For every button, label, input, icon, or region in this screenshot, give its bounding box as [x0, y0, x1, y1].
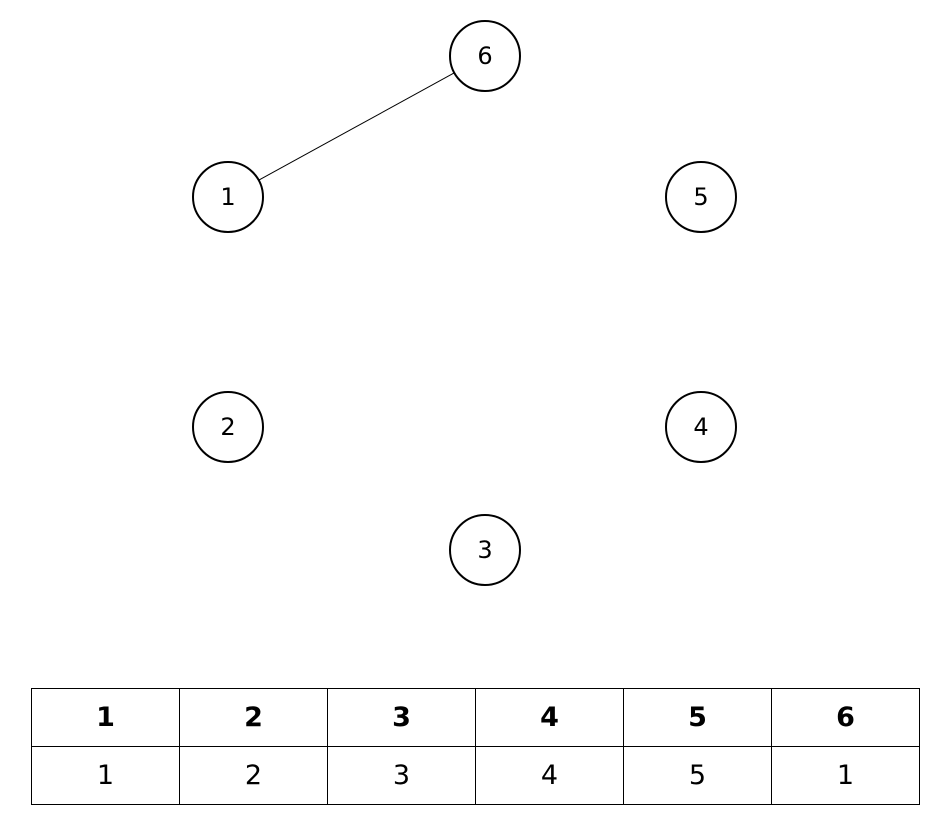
table-cell: 4	[475, 746, 624, 805]
graph-node-5: 5	[665, 161, 737, 233]
table-header-cell: 3	[327, 688, 476, 747]
graph-node-1: 1	[192, 161, 264, 233]
node-circle	[449, 514, 521, 586]
node-label: 2	[220, 413, 235, 441]
graph-node-2: 2	[192, 391, 264, 463]
edge-1-6	[258, 72, 455, 181]
node-label: 6	[477, 42, 492, 70]
mapping-table: 1 2 3 4 5 6 1 2 3 4 5 1	[31, 688, 920, 805]
table-header-cell: 1	[31, 688, 180, 747]
node-label: 4	[693, 413, 708, 441]
graph-node-3: 3	[449, 514, 521, 586]
mapping-table-container: 1 2 3 4 5 6 1 2 3 4 5 1	[31, 688, 920, 805]
node-label: 1	[220, 183, 235, 211]
table-header-cell: 4	[475, 688, 624, 747]
node-circle	[665, 391, 737, 463]
table-header-cell: 2	[179, 688, 328, 747]
table-cell: 1	[771, 746, 920, 805]
table-header-cell: 5	[623, 688, 772, 747]
table-cell: 3	[327, 746, 476, 805]
node-circle	[192, 161, 264, 233]
node-label: 5	[693, 183, 708, 211]
node-circle	[192, 391, 264, 463]
nodes-layer: 1 2 3 4 5 6	[192, 20, 737, 586]
node-label: 3	[477, 536, 492, 564]
graph-diagram: 1 2 3 4 5 6	[192, 20, 737, 586]
table-cell: 1	[31, 746, 180, 805]
table-cell: 5	[623, 746, 772, 805]
edges-layer	[258, 72, 455, 181]
table-header-row: 1 2 3 4 5 6	[31, 688, 920, 747]
node-circle	[665, 161, 737, 233]
graph-node-4: 4	[665, 391, 737, 463]
node-circle	[449, 20, 521, 92]
table-cell: 2	[179, 746, 328, 805]
table-row: 1 2 3 4 5 1	[31, 746, 920, 805]
table-header-cell: 6	[771, 688, 920, 747]
graph-node-6: 6	[449, 20, 521, 92]
